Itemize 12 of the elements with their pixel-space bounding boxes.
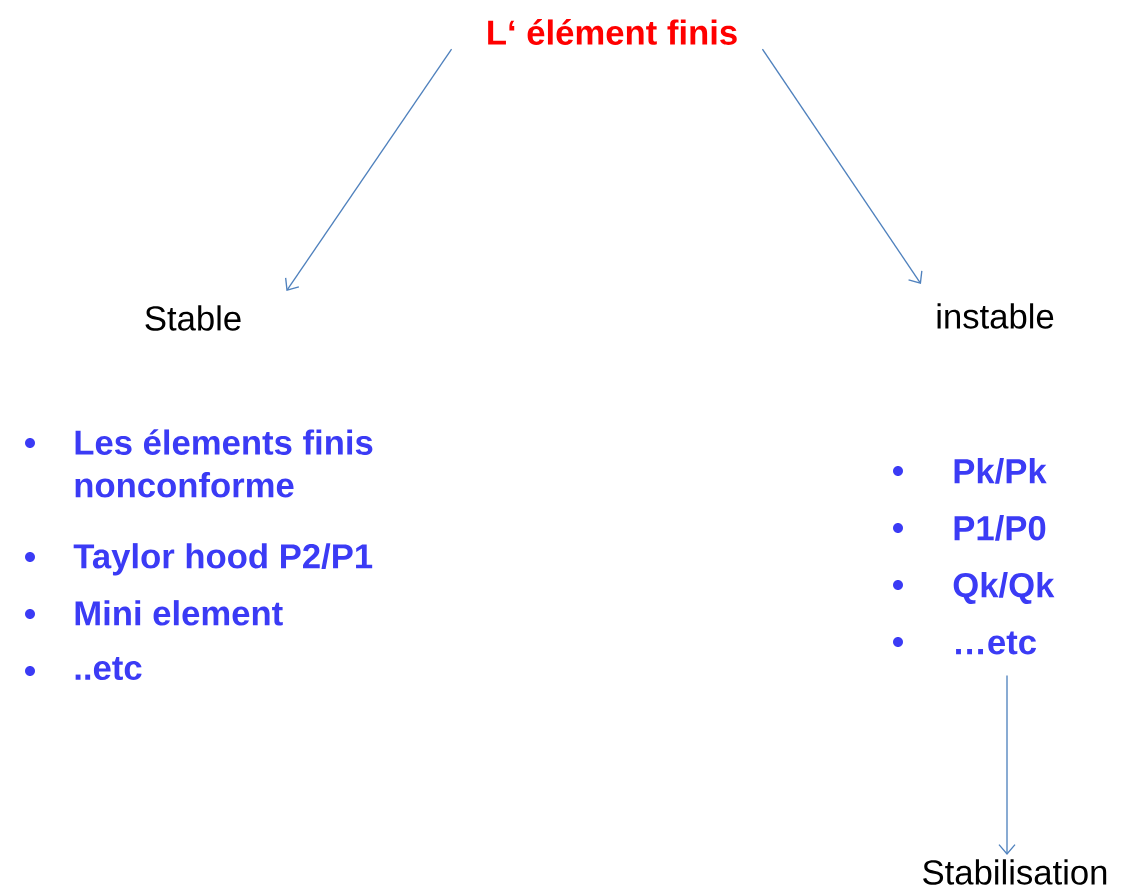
arrow: [285, 48, 453, 291]
arrow: [998, 674, 1016, 855]
node-label: Stabilisation: [923, 859, 1107, 885]
list-item: Mini element: [75, 600, 283, 626]
node-label: Stable: [145, 305, 241, 331]
list-item: ..etc: [75, 657, 142, 681]
list-item: Taylor hood P2/P1: [73, 543, 373, 576]
bullet-list: Pk/Pk P1/P0 Qk/Qk …etc: [953, 458, 1055, 655]
title-text: L‘ élément finis: [488, 19, 737, 45]
arrow: [761, 48, 923, 284]
node-label: instable: [937, 303, 1054, 329]
list-item: Les élements finis nonconforme: [75, 429, 373, 498]
